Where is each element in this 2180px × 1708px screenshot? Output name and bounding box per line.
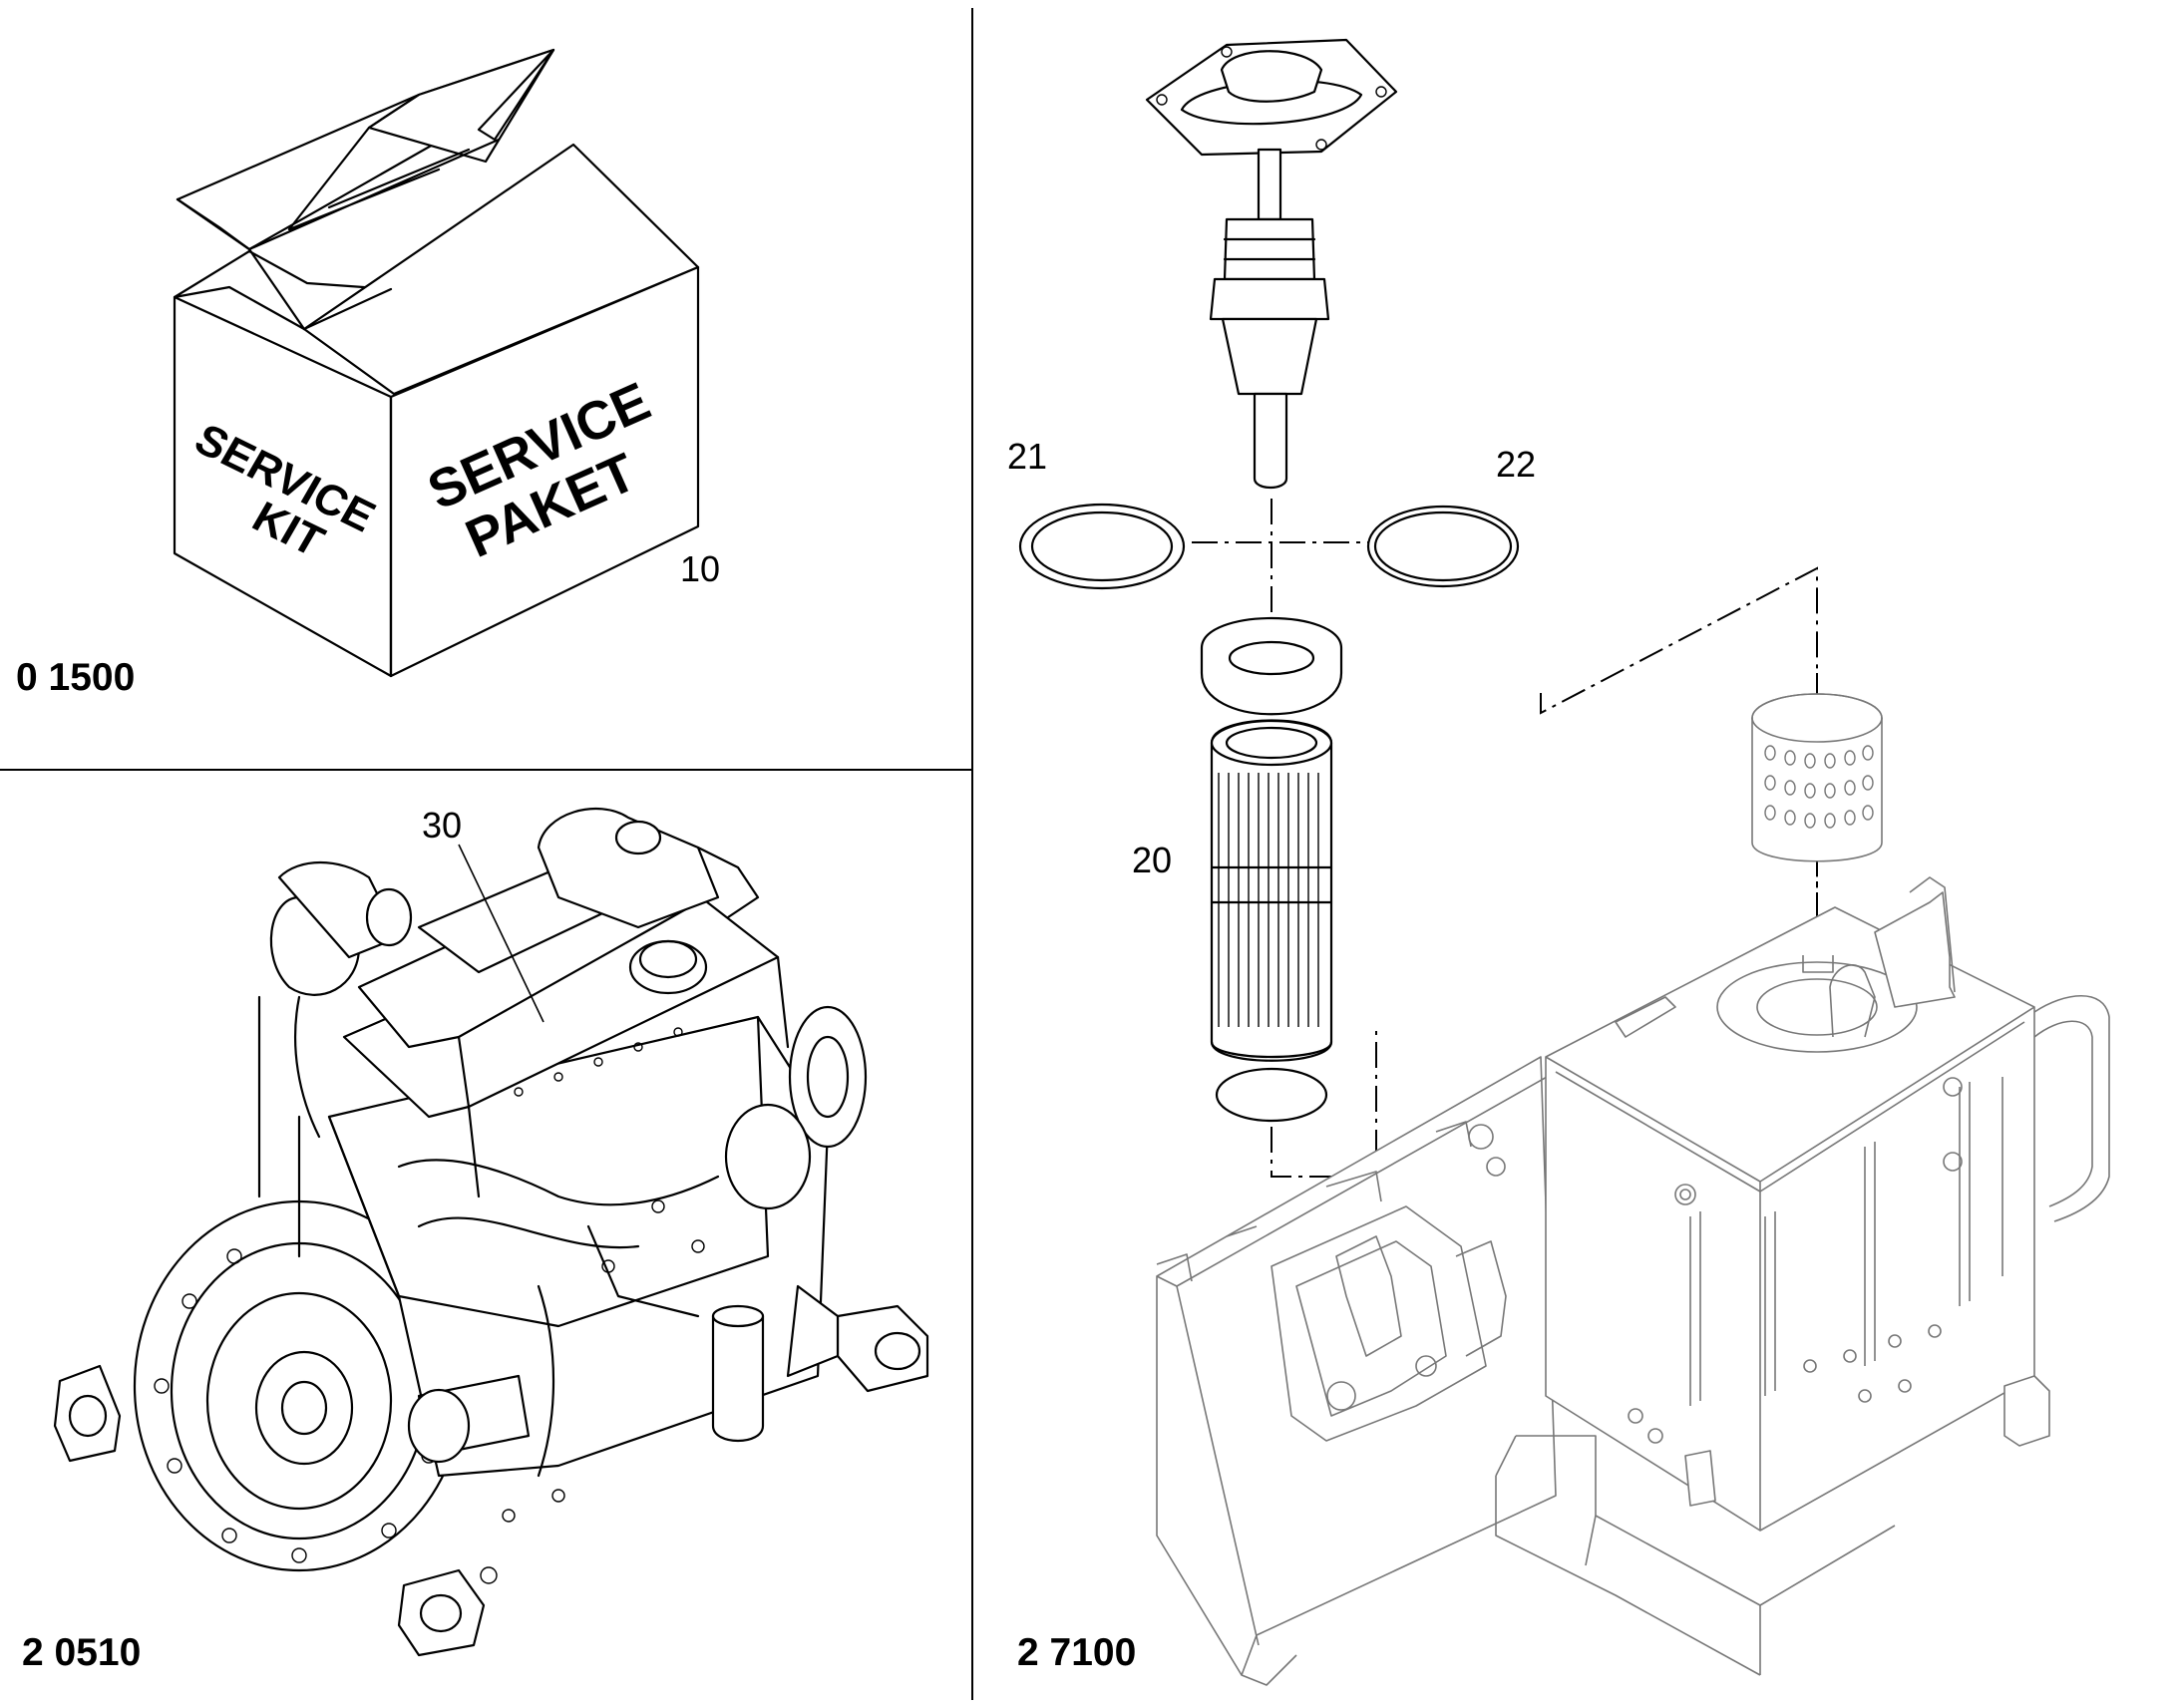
engine-panel: 30 2 0510 xyxy=(22,805,929,1674)
leader-line-30 xyxy=(458,844,545,1023)
filler-cap-part xyxy=(1145,38,1398,490)
strainer-basket xyxy=(1751,693,1883,862)
service-kit-panel: SERVICE KIT SERVICE PAKET 10 0 1500 xyxy=(16,48,720,699)
filter-element-20 xyxy=(1200,617,1343,1062)
callout-20: 20 xyxy=(1132,840,1172,880)
callout-21: 21 xyxy=(1007,436,1047,477)
hydraulic-tank-housing xyxy=(1156,876,2110,1686)
engine-illustration xyxy=(53,808,929,1657)
callout-10: 10 xyxy=(680,548,720,589)
service-box-illustration: SERVICE KIT SERVICE PAKET xyxy=(173,48,700,678)
group-code-hydraulic-tank: 2 7100 xyxy=(1017,1631,1136,1674)
o-ring-22 xyxy=(1366,505,1520,588)
callout-30: 30 xyxy=(422,805,462,846)
o-ring-21 xyxy=(1018,503,1186,590)
seal-lower xyxy=(1215,1067,1328,1123)
group-code-service-kit: 0 1500 xyxy=(16,656,135,699)
group-code-engine: 2 0510 xyxy=(22,1631,141,1674)
hydraulic-tank-panel: 20 21 22 2 7100 xyxy=(1007,38,2110,1686)
callout-22: 22 xyxy=(1496,444,1536,485)
